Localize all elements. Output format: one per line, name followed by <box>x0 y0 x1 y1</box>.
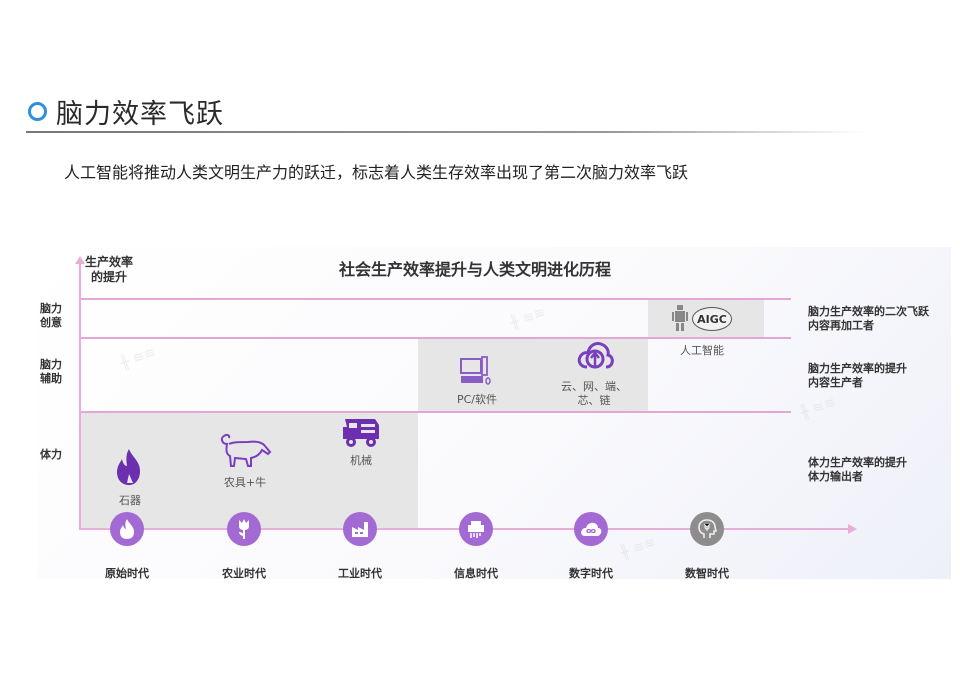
tier-desc-line2: 内容生产者 <box>808 376 863 389</box>
shade-brain-assist-era <box>418 338 648 412</box>
era-label-information: 信息时代 <box>454 567 498 580</box>
item-label-cloud-line1: 云、网、端、 <box>561 380 627 393</box>
tier-label-line1: 脑力 <box>40 302 62 315</box>
tier-label-physical: 体力 <box>40 448 62 462</box>
title-bullet-ring-icon <box>28 102 47 121</box>
y-axis-label-line1: 生产效率 <box>85 255 134 269</box>
robot-icon <box>672 305 688 335</box>
title-divider <box>26 131 866 133</box>
tier-line-low <box>79 411 791 413</box>
era-label-digital: 数字时代 <box>569 567 613 580</box>
item-label-machinery: 机械 <box>350 454 372 467</box>
era-intelligence-ai-head-icon <box>690 512 724 546</box>
page-title: 脑力效率飞跃 <box>56 99 224 130</box>
tier-desc-line1: 脑力生产效率的提升 <box>808 362 907 375</box>
tier-desc-line2: 体力输出者 <box>808 470 863 483</box>
tier-desc-brain-creative: 脑力生产效率的二次飞跃 内容再加工者 <box>808 305 929 333</box>
computer-icon <box>458 355 492 393</box>
tier-line-mid <box>79 337 791 339</box>
era-label-industrial: 工业时代 <box>338 567 382 580</box>
fire-icon <box>110 447 148 491</box>
item-label-ai: 人工智能 <box>680 344 724 357</box>
y-axis-label-line2: 的提升 <box>91 270 128 284</box>
truck-icon <box>341 415 381 453</box>
tier-label-brain-creative: 脑力 创意 <box>40 302 62 330</box>
page-subtitle: 人工智能将推动人类文明生产力的跃迁，标志着人类生存效率出现了第二次脑力效率飞跃 <box>64 163 689 182</box>
y-axis-arrow-icon <box>75 256 85 264</box>
tier-desc-brain-assist: 脑力生产效率的提升 内容生产者 <box>808 362 907 390</box>
era-label-intelligence: 数智时代 <box>685 567 729 580</box>
tier-desc-line1: 体力生产效率的提升 <box>808 456 907 469</box>
tier-label-line2: 创意 <box>40 316 62 329</box>
era-information-printer-icon <box>459 512 493 546</box>
tier-desc-physical: 体力生产效率的提升 体力输出者 <box>808 456 907 484</box>
tier-label-line2: 辅助 <box>40 372 62 385</box>
tier-label-line1: 体力 <box>40 448 62 461</box>
tier-line-top <box>79 298 791 300</box>
y-axis <box>79 262 81 530</box>
cloud-upload-icon <box>575 339 615 377</box>
tier-label-line1: 脑力 <box>40 358 62 371</box>
item-label-cloud-line2: 芯、链 <box>577 394 611 407</box>
y-axis-label: 生产效率 的提升 <box>85 255 133 285</box>
x-axis-arrow-icon <box>848 524 857 534</box>
era-industrial-factory-icon <box>343 512 377 546</box>
item-label-cloud: 云、网、端、 芯、链 <box>556 380 632 408</box>
aigc-badge: AIGC <box>692 307 732 331</box>
diagram-title: 社会生产效率提升与人类文明进化历程 <box>339 260 612 279</box>
tier-desc-line1: 脑力生产效率的二次飞跃 <box>808 305 929 318</box>
tier-desc-line2: 内容再加工者 <box>808 319 874 332</box>
tier-label-brain-assist: 脑力 辅助 <box>40 358 62 386</box>
era-agriculture-tulip-icon <box>227 512 261 546</box>
bull-icon <box>218 432 272 474</box>
era-digital-cloud-infinity-icon <box>574 512 608 546</box>
item-label-stone-tools: 石器 <box>119 494 141 507</box>
era-label-agriculture: 农业时代 <box>222 567 266 580</box>
era-primitive-flame-icon <box>110 512 144 546</box>
item-label-pc-software: PC/软件 <box>456 393 498 406</box>
item-label-farm-tools: 农具+牛 <box>223 476 267 489</box>
era-label-primitive: 原始时代 <box>105 567 149 580</box>
